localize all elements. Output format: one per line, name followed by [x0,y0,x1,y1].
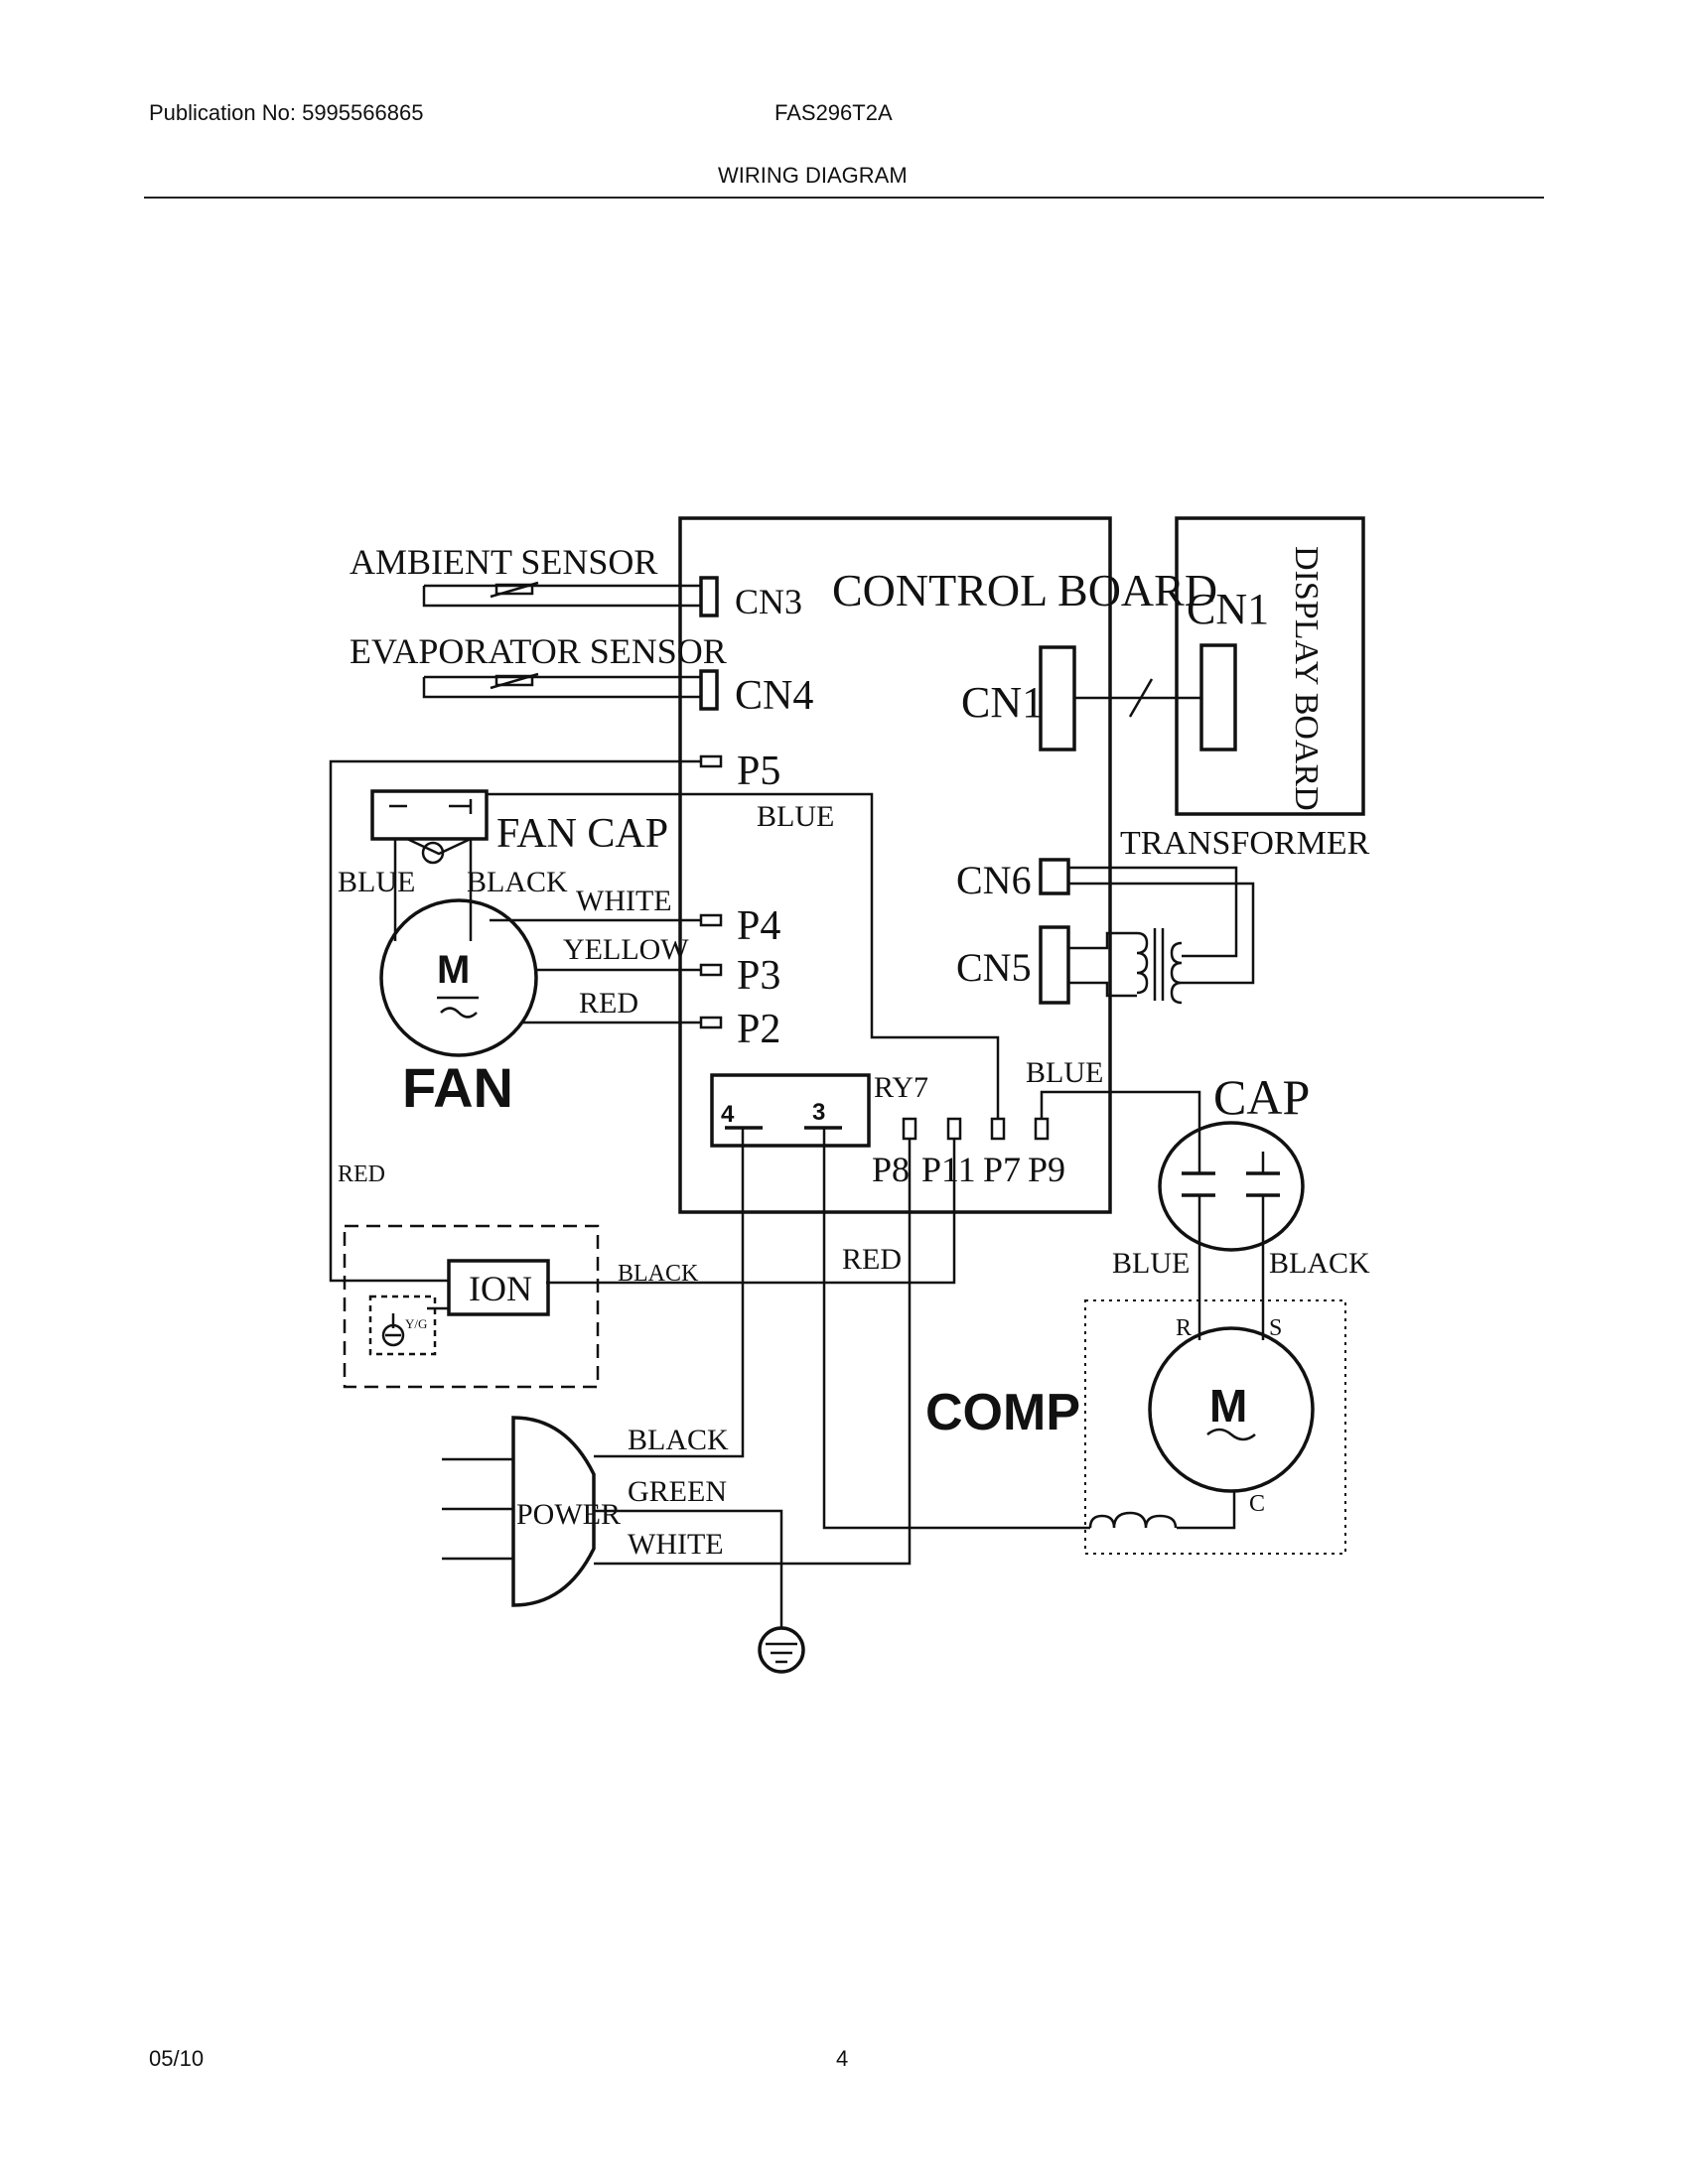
display-board-box [1175,516,1365,816]
p9-label: P9 [1028,1150,1065,1189]
ry7-relay-box [710,1073,871,1148]
p11-label: P11 [921,1150,976,1189]
ion-generator [447,1259,550,1316]
power-green-wire-label: GREEN [628,1475,727,1508]
terminal-c-label: C [1249,1491,1265,1517]
terminal-r-label: R [1176,1315,1192,1341]
header-rule [144,197,1544,199]
power-label: POWER [516,1498,621,1531]
red-p2-wire-label: RED [579,987,638,1020]
board-cn1-label: CN1 [961,678,1044,727]
relay-pin-3-label: 3 [812,1099,825,1126]
control-board-label: CONTROL BOARD [832,565,1217,615]
p8-pin [902,1117,917,1141]
p11-pin [946,1117,962,1141]
fan-label: FAN [402,1056,513,1119]
section-title: WIRING DIAGRAM [718,163,908,188]
p4-pin [699,913,723,927]
footer-page-number: 4 [836,2046,849,2071]
cn4-label: CN4 [735,673,813,719]
p8-label: P8 [872,1150,910,1189]
cap-black-wire-label: BLACK [1269,1247,1370,1280]
cap-label: CAP [1213,1069,1310,1125]
p9-pin [1034,1117,1050,1141]
ry7-label: RY7 [874,1071,928,1104]
ground-icon [758,1626,805,1674]
ion-black-wire-label: BLACK [618,1261,699,1287]
fan-motor-label: M [437,948,470,992]
compressor-motor [1148,1326,1315,1493]
cn5-connector [1039,925,1070,1005]
fan-blue-wire-label: BLUE [338,866,415,898]
terminal-s-label: S [1269,1315,1282,1341]
control-board-box [678,516,1112,1214]
power-white-wire-label: WHITE [628,1528,724,1561]
ambient-sensor-label: AMBIENT SENSOR [350,542,657,582]
publication-number: Publication No: 5995566865 [149,100,424,125]
p2-pin [699,1016,723,1029]
blue-p9-wire-label: BLUE [1026,1056,1103,1089]
p2-label: P2 [737,1007,780,1052]
cn3-label: CN3 [735,582,802,621]
power-black-wire-label: BLACK [628,1424,729,1456]
p7-label: P7 [983,1150,1021,1189]
comp-motor-label: M [1209,1380,1247,1432]
p5-pin [699,754,723,768]
display-board-label: DISPLAY BOARD [1288,546,1325,811]
power-plug [511,1416,596,1607]
comp-dotted-box [1084,1299,1346,1555]
yg-label: Y/G [405,1316,427,1331]
yg-dashed-box [368,1295,437,1356]
fan-black-wire-label: BLACK [467,866,568,898]
overload-protector [1088,1511,1178,1529]
cap-blue-wire-label: BLUE [1112,1247,1190,1280]
p3-pin [699,963,723,977]
comp-label: COMP [925,1384,1080,1441]
blue-p5-wire-label: BLUE [757,800,834,833]
ion-dashed-box [343,1224,600,1389]
cap-capacitor [1158,1121,1305,1252]
transformer-label: TRANSFORMER [1120,825,1370,862]
display-cn1-connector [1199,643,1237,751]
relay-pin-4-label: 4 [721,1101,735,1128]
ion-label: ION [469,1269,532,1308]
p3-label: P3 [737,953,780,999]
p4-label: P4 [737,903,780,949]
cn6-connector [1039,858,1070,895]
p7-pin [990,1117,1006,1141]
board-cn1-connector [1039,645,1076,751]
cn6-label: CN6 [956,858,1032,902]
transformer-secondary-coil [1170,941,1183,1005]
fan-motor [379,898,538,1057]
display-cn1-label: CN1 [1187,585,1269,633]
red-relay-wire-label: RED [842,1243,902,1276]
cn3-connector [699,576,719,617]
red-left-wire-label: RED [338,1161,385,1187]
yellow-wire-label: YELLOW [563,933,689,966]
fan-cap-label: FAN CAP [496,811,668,857]
p5-label: P5 [737,749,780,794]
transformer-primary-coil [1136,931,1149,995]
cn5-label: CN5 [956,945,1032,990]
footer-date: 05/10 [149,2046,205,2071]
white-wire-label: WHITE [576,885,672,917]
cn4-connector [699,669,719,711]
fan-cap-box [370,789,489,841]
model-number: FAS296T2A [774,100,893,125]
evaporator-sensor-label: EVAPORATOR SENSOR [350,631,727,671]
